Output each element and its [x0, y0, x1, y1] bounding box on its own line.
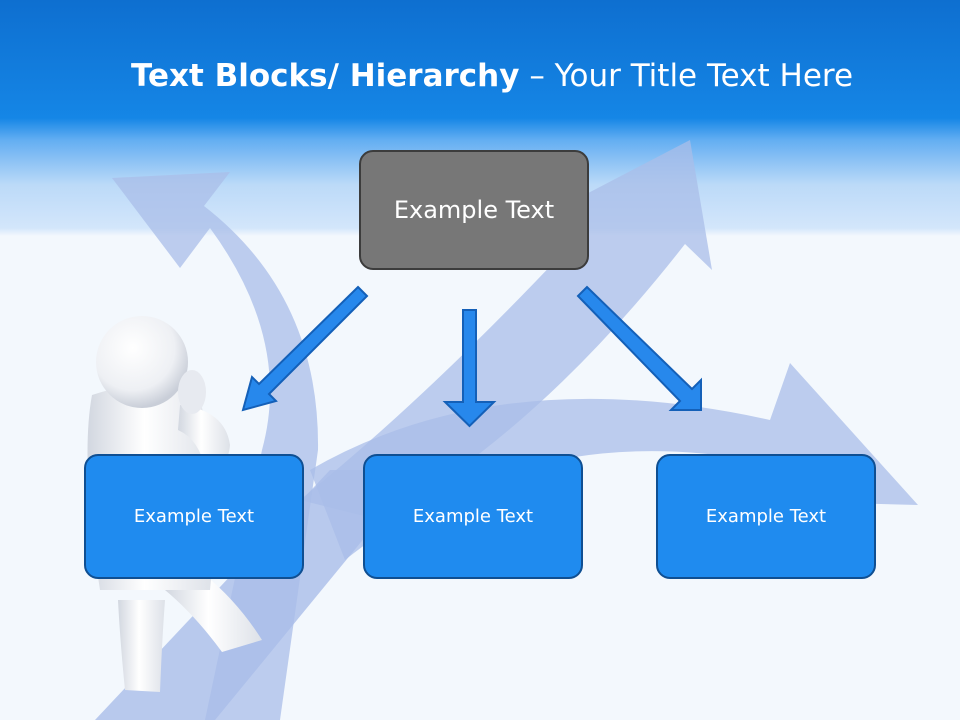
- arrow-down-right-icon: [576, 285, 702, 411]
- slide-title: Text Blocks/ Hierarchy – Your Title Text…: [0, 54, 960, 98]
- child-box-left[interactable]: Example Text: [84, 454, 304, 579]
- child-box-left-label: Example Text: [133, 506, 255, 527]
- title-normal-part: – Your Title Text Here: [529, 58, 854, 94]
- arrow-down-left-icon: [241, 285, 369, 412]
- child-box-right[interactable]: Example Text: [656, 454, 876, 579]
- child-box-right-label: Example Text: [705, 506, 827, 527]
- child-box-center-label: Example Text: [412, 506, 534, 527]
- upper-right-branch-arrow: [300, 140, 712, 520]
- child-box-center[interactable]: Example Text: [363, 454, 583, 579]
- top-level-box-label: Example Text: [393, 196, 555, 224]
- title-bold-part: Text Blocks/ Hierarchy: [130, 58, 520, 94]
- top-level-box[interactable]: Example Text: [359, 150, 589, 270]
- arrow-down-icon: [442, 309, 497, 428]
- main-road-trunk: [95, 470, 420, 720]
